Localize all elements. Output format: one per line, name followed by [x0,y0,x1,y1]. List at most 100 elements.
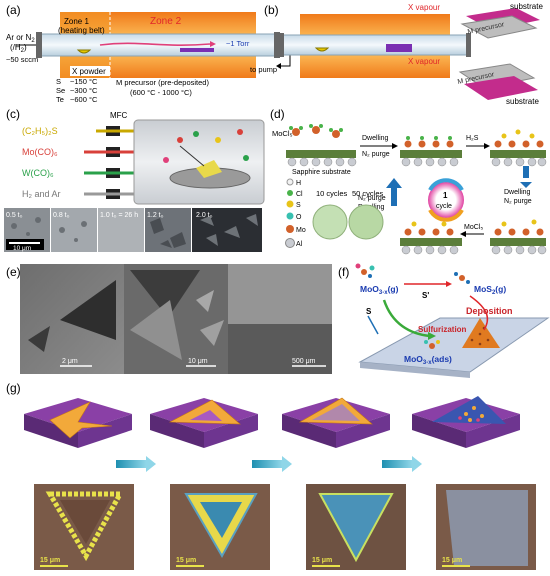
panel-e-label: (e) [6,265,21,279]
substrate-face-bottom [464,76,538,100]
deposition-label: Deposition [466,306,513,316]
image-2 [98,208,144,252]
image-1 [51,208,97,252]
tube-cap-left [36,32,42,58]
wafer-50-cycles [348,204,384,240]
m-precursor-face-top [460,15,538,39]
legend-o: O [296,214,302,221]
step-arrowhead-1 [392,143,398,149]
stage-arrow-1 [116,460,146,468]
precursor-dot [237,129,243,135]
flow-label: ~50 sccm [6,55,38,64]
panel-g: (g) [6,381,536,570]
sulfurization-arrow [382,299,431,338]
growth-stage-4 [412,396,520,448]
legend-cl: Cl [296,191,303,198]
image-label-0: 0.5 t₀ [6,212,23,219]
image-label-2: 1.0 t₀ = 26 h [100,212,138,219]
vapour-flow-arrow [99,42,211,46]
panel-a: (a) Zone 1 (heating belt) Zone 2 ~1 Torr… [6,3,291,104]
micrograph-strip: 0.5 t₀ 0.8 t₀ 1.0 t₀ = 26 h 1.2 t₀ 2.0 t… [4,208,262,252]
atom-legend: H Cl S O Mo Al [285,178,306,248]
gas-inlets: (C₂H₅)₂S Mo(CO)₆ W(CO)₆ H₂ and Ar [22,126,134,199]
triangle-flake [28,326,50,352]
tube-b-cap-right [466,33,471,57]
zone1-label: Zone 1 [64,17,89,26]
scale-e1: 2 μm [62,358,78,365]
panel-f-label: (f) [338,265,349,279]
mocl5-bottom-label: MoCl₅ [464,224,483,231]
panel-g-label: (g) [6,381,21,395]
mos2-gas-label: MoS2(g) [474,284,506,296]
tube-b [281,34,469,56]
substrate-2: substrate [506,97,539,106]
tube-cap-right [274,32,280,58]
x-powder-boat [76,49,92,54]
cycles-10-label: 10 cycles [316,189,348,198]
al-atoms-row [287,157,357,167]
deposition-path [179,145,205,167]
substrate-5 [490,238,546,246]
legend-h: H [296,180,301,187]
s-label: S [366,307,372,316]
cycle-wheel [428,182,464,218]
mocl5-molecules-top [289,124,343,138]
triangle-flake [200,320,224,346]
vapour-arrowhead [210,41,216,47]
temp-el-1: Se [56,86,65,95]
zone2-label: Zone 2 [150,16,182,27]
scale-g4: 15 μm [442,557,462,564]
cycles-50-label: 50 cycles [352,189,384,198]
h2s-label: H₂S [466,135,479,142]
up-arrow-left [386,178,402,188]
panel-c-label: (c) [6,107,20,121]
triangle-flake [196,290,214,312]
panel-d-label: (d) [270,107,285,121]
panel-f: (f) MoO3-x(g) S' MoS2(g) Deposition S Su… [338,263,550,378]
image-label-3: 1.2 t₀ [147,212,164,219]
wafer-10-cycles [312,204,348,240]
substrate-1: substrate [510,2,543,11]
deposition-arrow [469,295,489,331]
sapphire-substrate [286,150,356,158]
image-label-4: 2.0 t₀ [196,212,213,219]
m-precursor-substrate [180,48,214,52]
powder-label-bg [70,66,110,76]
precursor-label: M precursor (pre-deposited) [116,78,209,87]
boat-b [314,47,330,52]
legend-al: Al [296,241,303,248]
pressure-label: ~1 Torr [226,39,250,48]
scale-e3: 500 μm [292,358,316,365]
x-vapour-1: X vapour [408,3,440,12]
zone1-sub: (heating belt) [58,26,105,35]
s-arrow [367,315,379,335]
scale-e2: 10 μm [188,358,208,365]
temp-val-2: ~600 °C [70,95,98,104]
precursor-dot [193,131,199,137]
step-arrowhead-3 [460,231,466,237]
powder-label: X powder [72,67,106,76]
dense-coverage-region [228,264,332,324]
moo3x-ads-label: MoO3-x(ads) [404,354,452,366]
dwelling-label: Dwelling [362,135,389,142]
triangle-flake [60,280,116,340]
scale-bar-bg [6,239,44,250]
scale-label: 10 μm [13,245,31,252]
sample-b [386,44,412,52]
legend-mo: Mo [296,227,306,234]
stage-arrow-3 [382,460,412,468]
n2-purge-label: N₂ purge [362,151,390,158]
sulfurization-label: Sulfurization [418,325,467,334]
stage-arrow-2 [252,460,282,468]
image-label-1: 0.8 t₀ [53,212,70,219]
mo-row [404,140,454,148]
growth-stage-2 [150,398,258,448]
n2-purge-right: N₂ purge [504,198,532,205]
moo3-cluster-gas [355,263,375,278]
precursor-dot [163,157,169,163]
temp-val-1: ~300 °C [70,86,98,95]
gas-0: (C₂H₅)₂S [22,126,58,136]
dwelling-right: Dwelling [504,189,531,196]
substrate-4 [400,238,462,246]
